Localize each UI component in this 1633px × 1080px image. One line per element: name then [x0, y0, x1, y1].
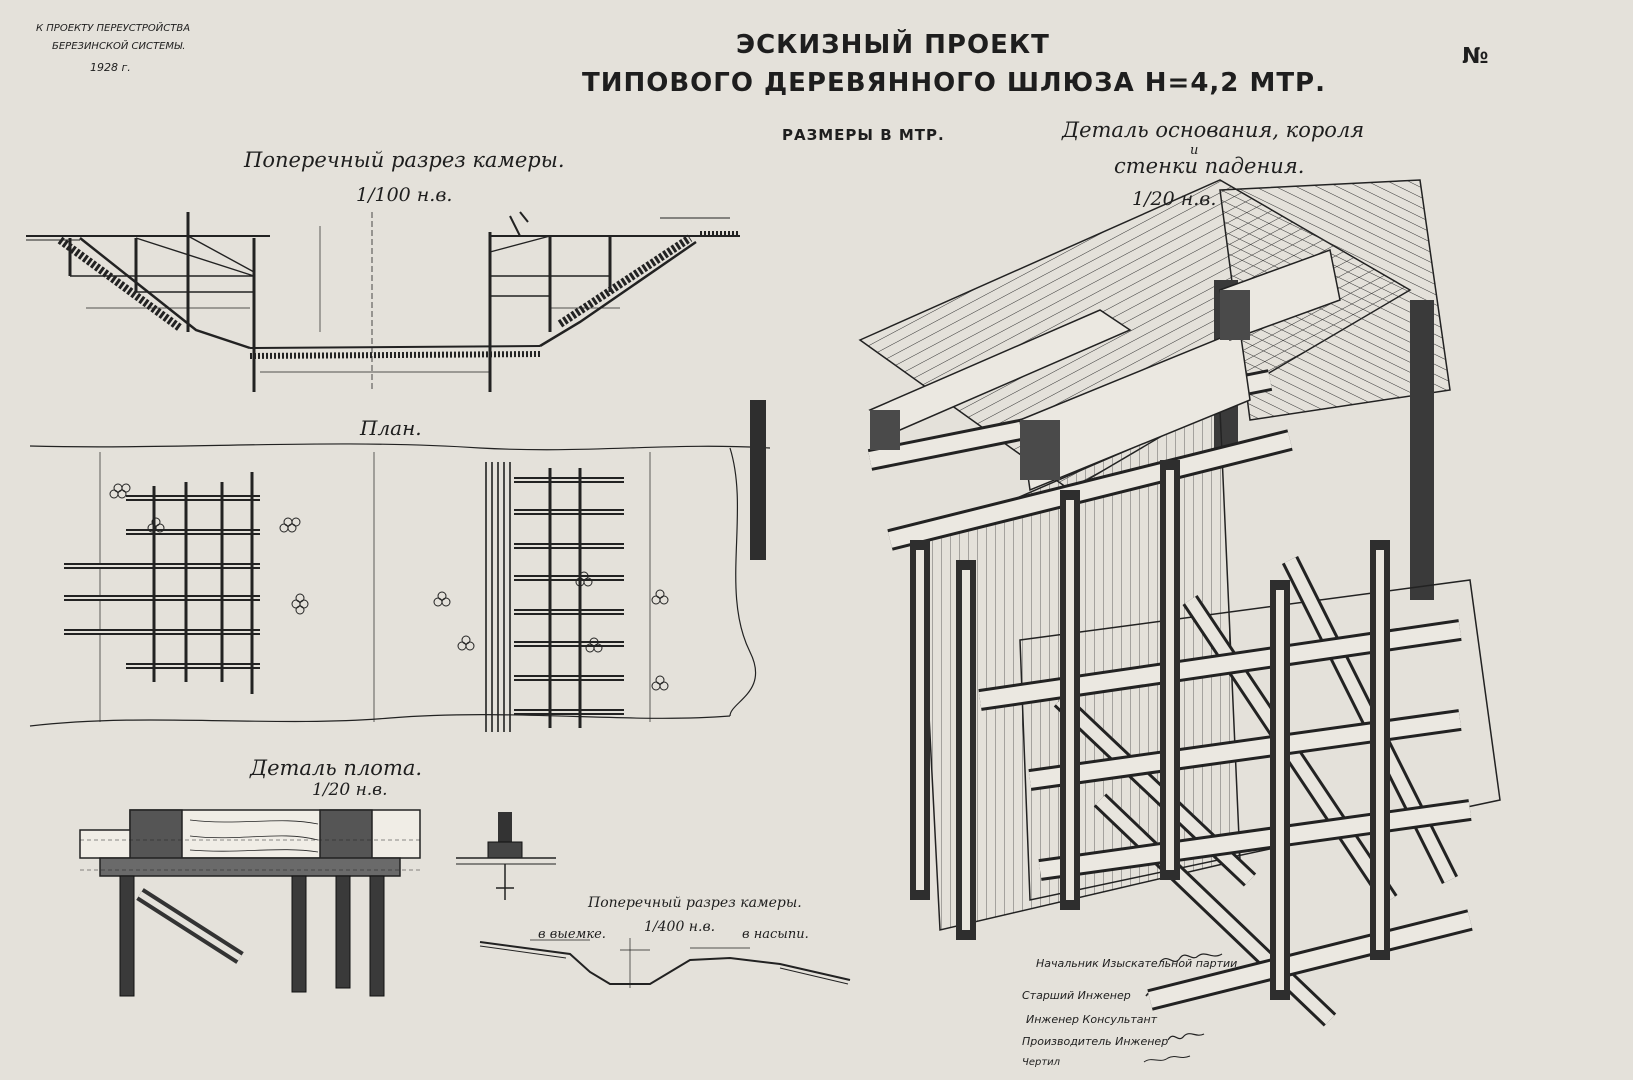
- plan-title: План.: [360, 416, 422, 440]
- signature-line-3: Инженер Консультант: [1026, 1013, 1158, 1026]
- small-section-left-label: в выемке.: [538, 927, 606, 942]
- project-note-line1: К ПРОЕКТУ ПЕРЕУСТРОЙСТВА: [36, 23, 191, 34]
- small-section-right-label: в насыпи.: [742, 927, 809, 942]
- project-note-year: 1928 г.: [90, 61, 131, 74]
- cross-section-scale: 1/100 н.в.: [356, 184, 453, 206]
- iso-detail-title-line1: Деталь основания, короля: [1062, 118, 1365, 142]
- small-section-title: Поперечный разрез камеры.: [588, 895, 802, 911]
- raft-detail-title: Деталь плота.: [250, 756, 423, 780]
- units-note: РАЗМЕРЫ В МТР.: [782, 126, 945, 144]
- title-line1: ЭСКИЗНЫЙ ПРОЕКТ: [736, 30, 1050, 60]
- small-section-scale: 1/400 н.в.: [644, 919, 716, 935]
- signature-line-4: Производитель Инженер: [1022, 1035, 1169, 1048]
- signature-line-5: Чертил: [1022, 1057, 1061, 1068]
- isometric-lock-detail: [750, 179, 1501, 1027]
- signature-line-1: Начальник Изыскательной партии: [1036, 957, 1238, 970]
- title-line2: ТИПОВОГО ДЕРЕВЯННОГО ШЛЮЗА H=4,2 МТР.: [582, 68, 1326, 98]
- iso-detail-title-line2: стенки падения.: [1114, 154, 1305, 178]
- project-note-line2: БЕРЕЗИНСКОЙ СИСТЕМЫ.: [52, 41, 186, 52]
- cross-section-drawing: [26, 211, 740, 392]
- raft-detail-scale: 1/20 н.в.: [312, 780, 388, 800]
- plan-drawing: [29, 443, 771, 732]
- cross-section-title: Поперечный разрез камеры.: [244, 148, 565, 172]
- raft-detail-drawing: [79, 809, 421, 997]
- pile-joint-detail: [456, 812, 556, 900]
- small-cross-section-drawing: [479, 938, 851, 988]
- signature-line-2: Старший Инженер: [1022, 989, 1131, 1002]
- iso-detail-and: и: [1190, 143, 1199, 158]
- sheet-number: №: [1462, 44, 1490, 69]
